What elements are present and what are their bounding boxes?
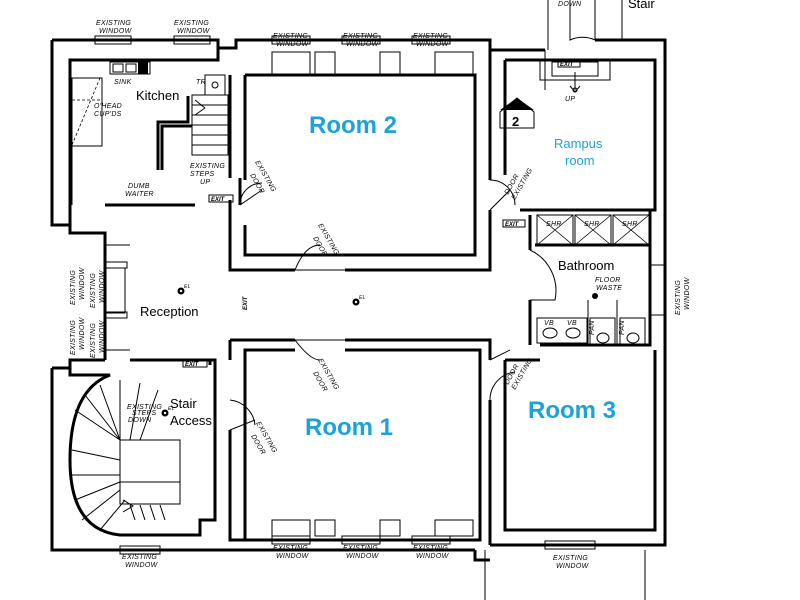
shr-note: SHR — [622, 221, 638, 228]
window-note: WINDOW — [79, 266, 86, 300]
window-note: EXISTING — [553, 555, 588, 562]
down-note: DOWN — [558, 1, 582, 8]
dumb-waiter-note: WAITER — [125, 191, 154, 198]
stair-access-label-line1: Stair — [170, 396, 197, 411]
stair-top-label: Stair — [628, 0, 655, 11]
window-note: WINDOW — [346, 553, 380, 560]
bathroom-label: Bathroom — [558, 258, 614, 273]
window-note: WINDOW — [346, 41, 380, 48]
steps-down-note: STEPS — [132, 410, 156, 417]
room-labels: Room 2 Room 1 Room 3 Rampus room Kitchen… — [136, 0, 655, 441]
window-note: EXISTING — [90, 273, 97, 308]
doors — [229, 0, 596, 431]
room-1-label: Room 1 — [305, 414, 393, 441]
steps-note: UP — [200, 179, 210, 186]
window-note: EXISTING — [343, 33, 378, 40]
window-note: EXISTING — [413, 545, 448, 552]
window-note: WINDOW — [125, 562, 159, 569]
el-note: EL — [168, 406, 175, 412]
shr-note: SHR — [546, 221, 562, 228]
annotations: EXISTING WINDOW EXISTING WINDOW EXISTING… — [70, 1, 691, 570]
el-note: EL — [359, 295, 366, 301]
stair-badge-number: 2 — [512, 114, 519, 129]
tr-note: TR — [196, 79, 206, 86]
shr-note: SHR — [584, 221, 600, 228]
exit-signs: EXIT EXIT EXIT EXIT EXIT — [182, 59, 581, 368]
kitchen-label: Kitchen — [136, 88, 179, 103]
outer-walls — [50, 0, 667, 562]
pan-note: PAN — [589, 320, 596, 335]
window-note: WINDOW — [99, 319, 106, 353]
window-note: WINDOW — [556, 563, 590, 570]
kitchen-fixtures — [71, 61, 229, 170]
window-note: WINDOW — [684, 276, 691, 310]
window-note: WINDOW — [416, 553, 450, 560]
steps-down-note: DOWN — [128, 417, 152, 424]
electrical-markers — [161, 287, 360, 417]
steps-note: STEPS — [190, 171, 214, 178]
rampus-label-line2: room — [565, 153, 595, 168]
rampus-stair — [499, 59, 611, 129]
window-note: WINDOW — [99, 269, 106, 303]
ohead-note: O'HEAD — [94, 103, 122, 110]
pan-note: PAN — [619, 320, 626, 335]
window-note: EXISTING — [174, 20, 209, 27]
stair-access-label-line2: Access — [170, 413, 212, 428]
window-note: EXISTING — [70, 270, 77, 305]
window-note: WINDOW — [276, 41, 310, 48]
room-3-label: Room 3 — [528, 397, 616, 424]
window-note: WINDOW — [276, 553, 310, 560]
bathroom-fixtures — [536, 214, 650, 345]
dumb-waiter-note: DUMB — [128, 183, 150, 190]
exit-sign-stair: EXIT — [185, 362, 200, 368]
window-note: EXISTING — [273, 545, 308, 552]
exit-sign-reception: EXIT — [243, 295, 249, 310]
window-note: WINDOW — [177, 28, 211, 35]
cupds-note: CUP'DS — [94, 111, 122, 118]
window-note: EXISTING — [122, 554, 157, 561]
window-note: EXISTING — [70, 320, 77, 355]
room-2-label: Room 2 — [309, 112, 397, 139]
vb-note: VB — [544, 320, 554, 327]
exit-sign-top: EXIT — [560, 62, 575, 68]
window-note: WINDOW — [79, 316, 86, 350]
floor-waste-note: FLOOR — [595, 277, 621, 284]
sink-note: SINK — [114, 79, 132, 86]
steps-down-note: EXISTING — [127, 404, 162, 411]
window-note: EXISTING — [96, 20, 131, 27]
window-note: EXISTING — [90, 323, 97, 358]
stair-access-spiral — [71, 380, 181, 531]
window-note: EXISTING — [413, 33, 448, 40]
window-note: EXISTING — [343, 545, 378, 552]
exit-sign-kitchen: EXIT — [211, 197, 226, 203]
reception-label: Reception — [140, 304, 199, 319]
vb-note: VB — [567, 320, 577, 327]
up-note: UP — [565, 96, 575, 103]
window-note: EXISTING — [675, 280, 682, 315]
rampus-label-line1: Rampus — [554, 136, 603, 151]
exit-sign-rampus: EXIT — [505, 222, 520, 228]
el-note: EL — [184, 284, 191, 290]
steps-note: EXISTING — [190, 163, 225, 170]
window-note: WINDOW — [99, 28, 133, 35]
windows — [94, 35, 666, 600]
window-note: WINDOW — [416, 41, 450, 48]
floor-waste-note: WASTE — [596, 285, 622, 292]
window-note: EXISTING — [273, 33, 308, 40]
